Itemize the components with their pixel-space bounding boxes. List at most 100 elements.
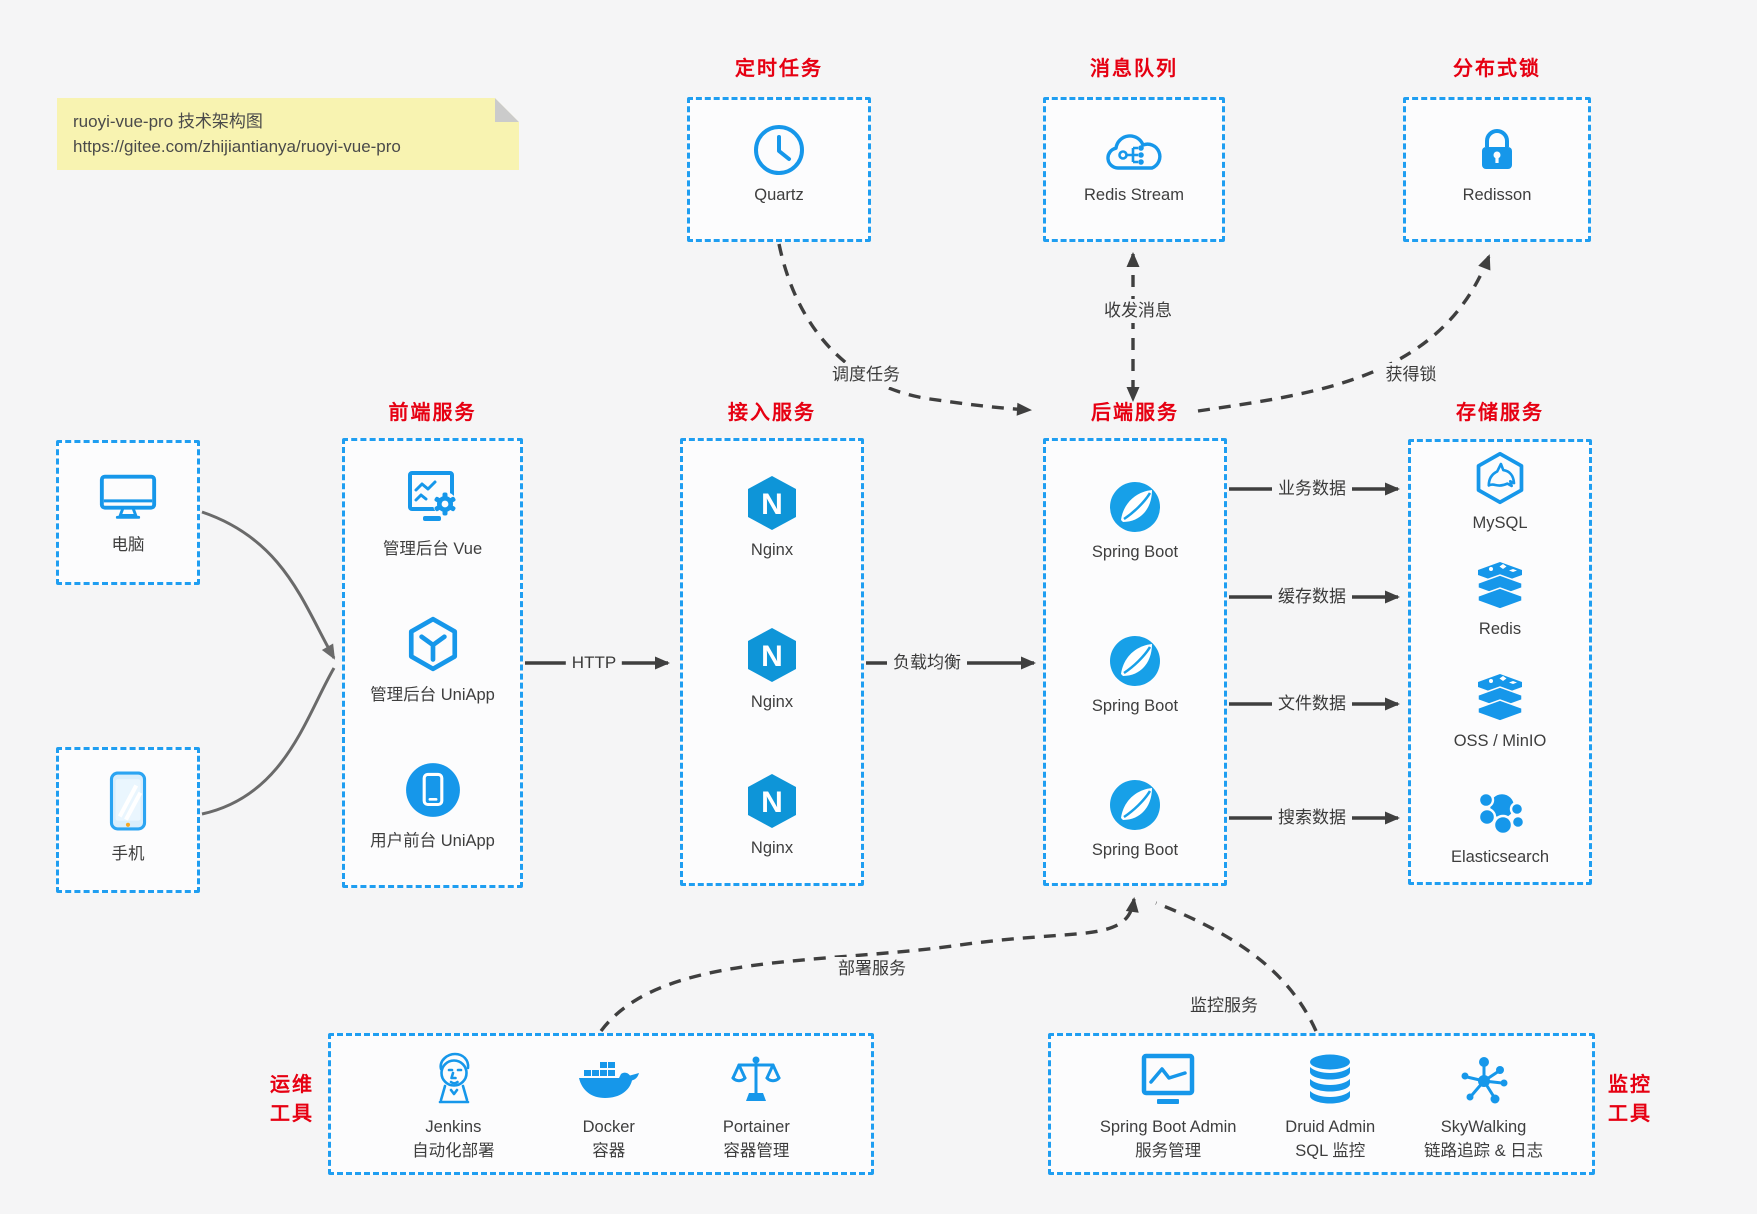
clock-icon xyxy=(690,118,868,178)
spring-icon xyxy=(1046,773,1224,833)
node-admin-uniapp: 管理后台 UniApp xyxy=(345,613,520,705)
note-url: https://gitee.com/zhijiantianya/ruoyi-vu… xyxy=(73,137,401,156)
mq-title: 消息队列 xyxy=(1090,58,1178,80)
node-label: 用户前台 UniApp xyxy=(370,832,495,850)
node-label: 管理后台 Vue xyxy=(382,540,483,558)
node-quartz: Quartz xyxy=(690,118,868,205)
gateway-title: 接入服务 xyxy=(728,402,816,424)
edge-acquire-lock xyxy=(1197,254,1491,413)
node-name: Spring Boot Admin xyxy=(1099,1118,1237,1136)
monitoring-tools-box: Spring Boot Admin 服务管理 Druid Admin S xyxy=(1048,1033,1595,1175)
scheduled-box: Quartz xyxy=(687,97,871,242)
node-desc: SQL 监控 xyxy=(1295,1142,1366,1160)
node-desc: 容器 xyxy=(592,1142,626,1160)
docker-icon xyxy=(576,1045,642,1109)
node-nginx-3: N Nginx xyxy=(683,771,861,858)
phone-box: 手机 xyxy=(56,747,200,893)
node-label: MySQL xyxy=(1472,514,1528,532)
jenkins-icon xyxy=(412,1045,495,1109)
spring-icon xyxy=(1046,629,1224,689)
node-name: Jenkins xyxy=(425,1118,482,1136)
node-desc: 容器管理 xyxy=(723,1142,790,1160)
computer-box: 电脑 xyxy=(56,440,200,585)
svg-text:N: N xyxy=(761,640,783,673)
node-label: 手机 xyxy=(111,845,145,863)
node-desc: 自动化部署 xyxy=(412,1142,495,1160)
node-user-uniapp: 用户前台 UniApp xyxy=(345,759,520,851)
node-label: Spring Boot xyxy=(1091,543,1179,561)
storage-title: 存储服务 xyxy=(1456,402,1544,424)
uniapp-cube-icon xyxy=(345,613,520,673)
node-label: Quartz xyxy=(754,186,804,204)
lock-box: Redisson xyxy=(1403,97,1591,242)
mysql-icon xyxy=(1411,451,1589,506)
svg-text:N: N xyxy=(761,488,783,521)
folded-corner-icon xyxy=(495,98,519,122)
node-admin-vue: 管理后台 Vue xyxy=(345,467,520,559)
backend-box: Spring Boot Spring Boot Spring Boot xyxy=(1043,438,1227,886)
node-label: OSS / MinIO xyxy=(1453,732,1547,750)
spring-icon xyxy=(1046,475,1224,535)
sticky-note: ruoyi-vue-pro 技术架构图 https://gitee.com/zh… xyxy=(57,98,519,170)
edge-label-file-data: 文件数据 xyxy=(1272,692,1352,716)
nginx-icon: N xyxy=(683,625,861,685)
oss-stack-icon xyxy=(1411,670,1589,724)
frontend-title: 前端服务 xyxy=(388,402,477,424)
node-nginx-1: N Nginx xyxy=(683,473,861,560)
node-spring-boot-admin: Spring Boot Admin 服务管理 xyxy=(1099,1045,1237,1163)
gateway-box: N Nginx N Nginx N Nginx xyxy=(680,438,864,886)
edge-label-message: 收发消息 xyxy=(1098,299,1178,323)
node-elasticsearch: Elasticsearch xyxy=(1411,786,1589,867)
node-label: Nginx xyxy=(750,839,794,857)
sba-icon xyxy=(1100,1045,1237,1109)
node-label: Redis Stream xyxy=(1084,186,1184,204)
edge-label-search-data: 搜索数据 xyxy=(1272,806,1352,830)
node-label: Nginx xyxy=(750,541,794,559)
node-springboot-2: Spring Boot xyxy=(1046,629,1224,716)
node-label: Nginx xyxy=(750,693,794,711)
note-title: ruoyi-vue-pro 技术架构图 xyxy=(73,112,263,131)
mq-box: Redis Stream xyxy=(1043,97,1225,242)
admin-vue-icon xyxy=(345,467,520,527)
scheduled-title: 定时任务 xyxy=(735,58,823,80)
node-label: Elasticsearch xyxy=(1450,848,1550,866)
node-computer: 电脑 xyxy=(59,463,197,555)
edge-label-http: HTTP xyxy=(565,651,623,675)
backend-title: 后端服务 xyxy=(1091,402,1179,424)
edge-label-acquire-lock: 获得锁 xyxy=(1379,363,1443,387)
storage-box: MySQL Redis xyxy=(1408,439,1592,885)
portainer-icon xyxy=(723,1045,790,1109)
edge-label-business-data: 业务数据 xyxy=(1272,477,1352,501)
node-name: SkyWalking xyxy=(1440,1118,1527,1136)
node-redisson: Redisson xyxy=(1406,118,1588,205)
edge-label-cache-data: 缓存数据 xyxy=(1272,585,1352,609)
node-oss-minio: OSS / MinIO xyxy=(1411,670,1589,751)
edge-computer-frontend xyxy=(201,510,336,660)
edge-label-load-balance: 负载均衡 xyxy=(887,651,967,675)
lock-icon xyxy=(1406,118,1588,178)
node-druid-admin: Druid Admin SQL 监控 xyxy=(1285,1045,1375,1163)
node-redis-stream: Redis Stream xyxy=(1046,118,1222,205)
node-label: Spring Boot xyxy=(1091,697,1179,715)
ops-side-label: 运维 工具 xyxy=(270,1074,314,1125)
smartphone-icon xyxy=(59,768,197,832)
node-springboot-1: Spring Boot xyxy=(1046,475,1224,562)
monitoring-side-label: 监控 工具 xyxy=(1608,1074,1652,1125)
user-app-icon xyxy=(345,759,520,819)
node-name: Docker xyxy=(582,1118,635,1136)
node-label: Redisson xyxy=(1462,186,1532,204)
elasticsearch-icon xyxy=(1411,786,1589,840)
redis-stack-icon xyxy=(1411,558,1589,612)
nginx-icon: N xyxy=(683,473,861,533)
node-skywalking: SkyWalking 链路追踪 & 日志 xyxy=(1424,1045,1543,1163)
node-phone: 手机 xyxy=(59,768,197,864)
node-label: Spring Boot xyxy=(1091,841,1179,859)
node-jenkins: Jenkins 自动化部署 xyxy=(412,1045,495,1163)
node-name: Portainer xyxy=(722,1118,790,1136)
node-desc: 服务管理 xyxy=(1135,1142,1202,1160)
edge-label-deploy: 部署服务 xyxy=(832,957,912,981)
node-label: 电脑 xyxy=(111,536,145,554)
node-redis: Redis xyxy=(1411,558,1589,639)
node-desc: 链路追踪 & 日志 xyxy=(1423,1142,1544,1160)
